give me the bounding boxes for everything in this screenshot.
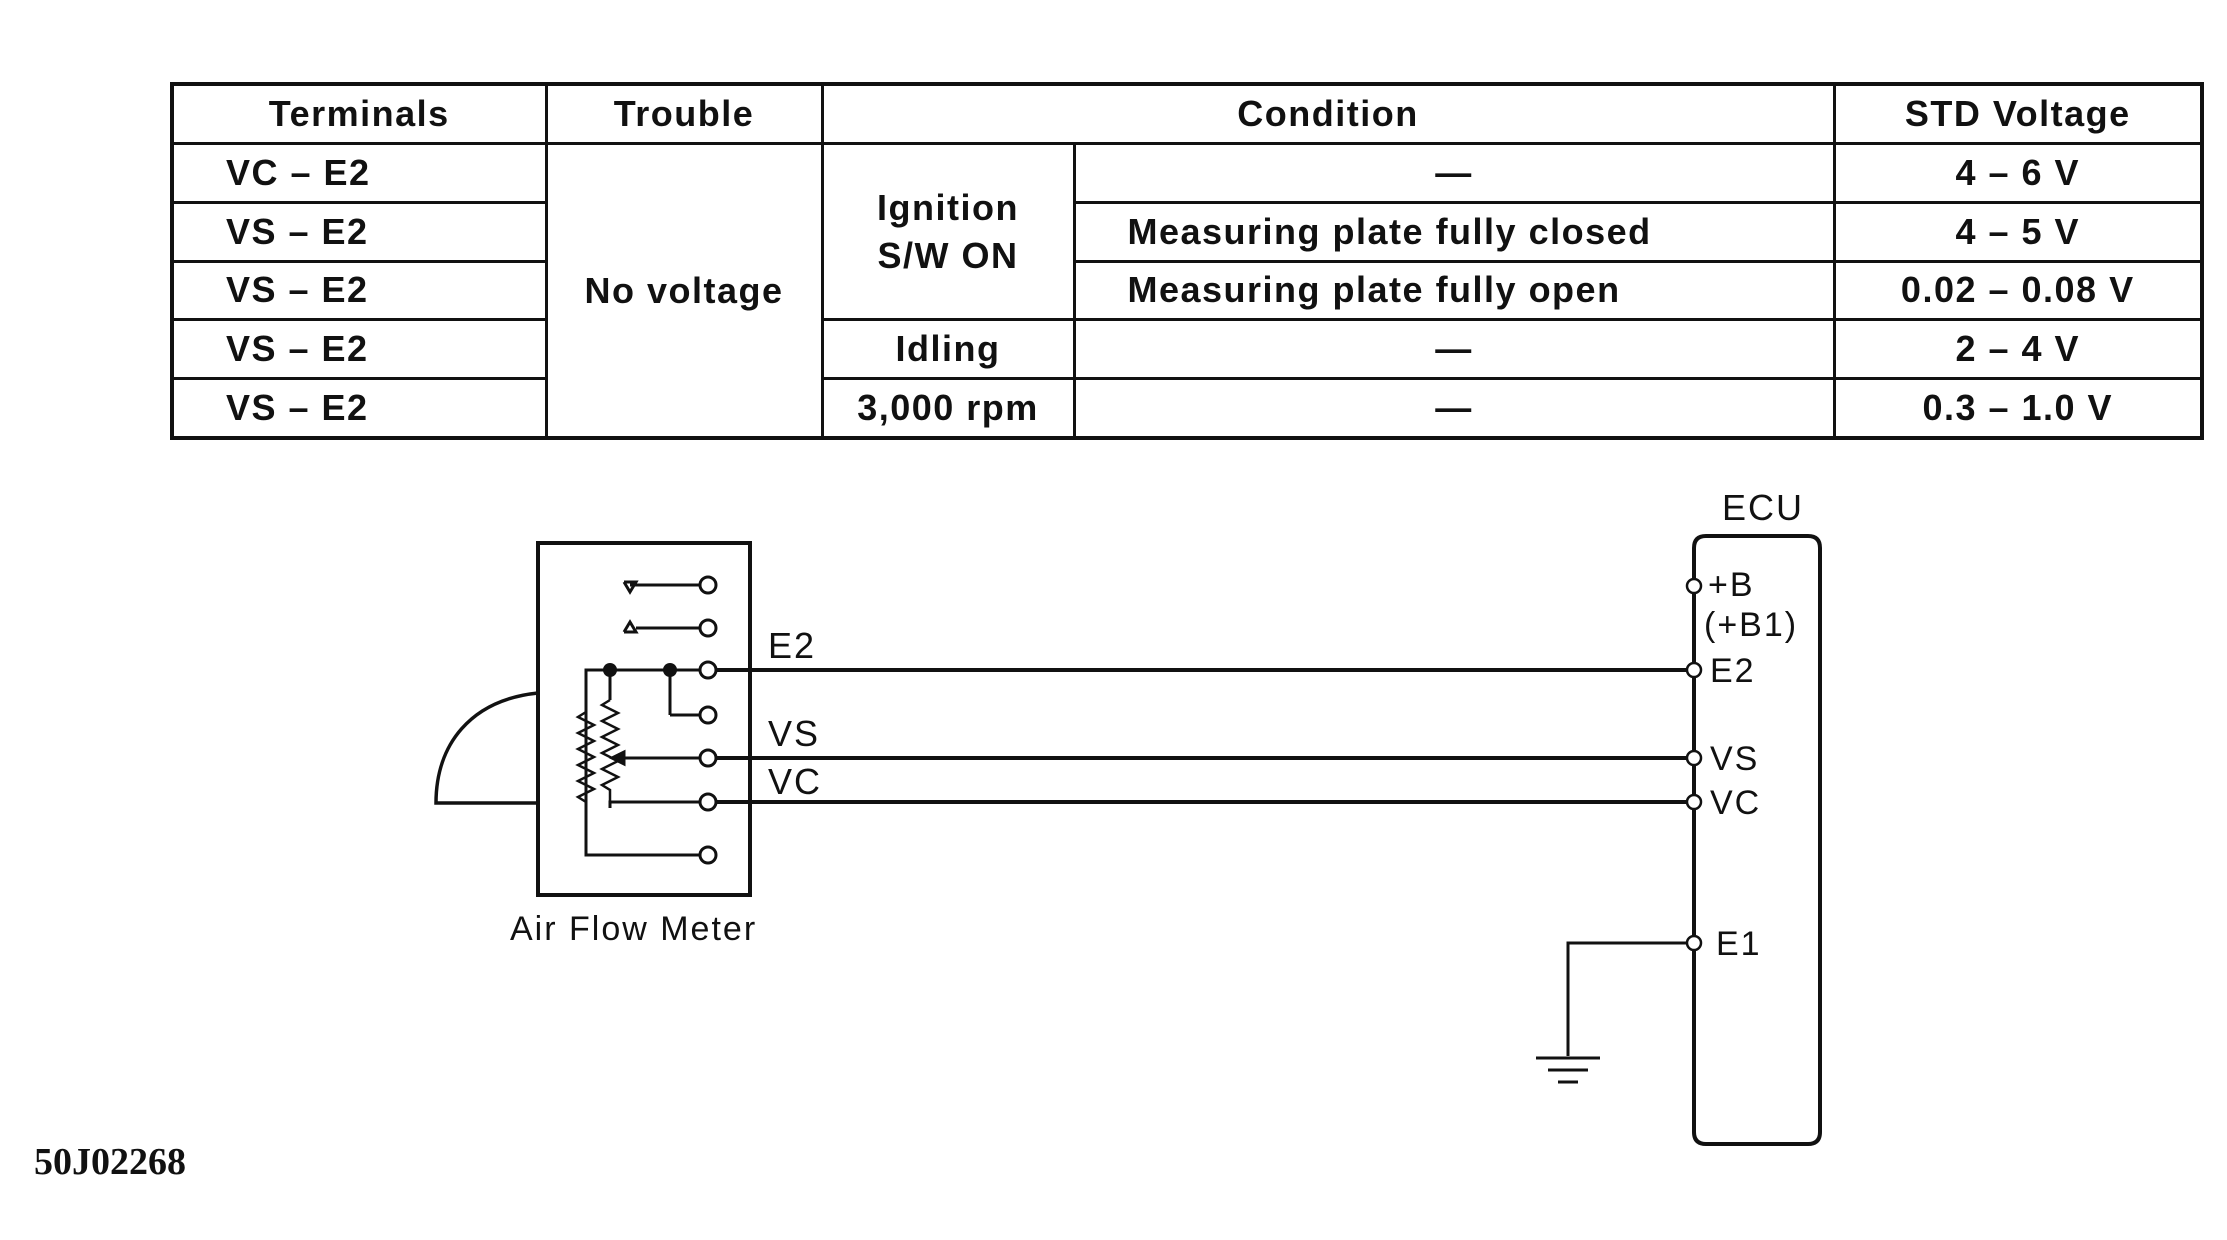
- meter-terminals: [698, 575, 718, 865]
- table-row: VS – E2 Measuring plate fully open 0.02 …: [170, 259, 2204, 322]
- voltage-cell: 4 – 6 V: [1832, 142, 2204, 204]
- meter-internal-wiring: [584, 668, 700, 857]
- voltage-cell: 4 – 5 V: [1832, 200, 2204, 263]
- table-row: VS – E2 3,000 rpm — 0.3 – 1.0 V: [170, 377, 2204, 440]
- ground-icon: [1536, 1056, 1600, 1084]
- ecu-terminal-b1: (+B1): [1704, 606, 1798, 644]
- header-trouble: Trouble: [544, 82, 824, 145]
- terminals-cell: VC – E2: [170, 142, 548, 204]
- potentiometer-resistors: [575, 698, 621, 808]
- air-flow-meter-flap: [434, 691, 539, 805]
- ecu-terminal-vs: VS: [1710, 740, 1759, 778]
- junction-dots: [603, 663, 677, 677]
- idling-cell: Idling: [820, 318, 1076, 381]
- figure-id: 50J02268: [34, 1141, 186, 1183]
- ground-wire: [1566, 941, 1686, 1056]
- condition-cell: —: [1072, 142, 1836, 204]
- terminals-cell: VS – E2: [170, 259, 548, 322]
- ecu-terminal-e1: E1: [1716, 925, 1762, 963]
- ignition-cell: Ignition S/W ON: [820, 141, 1076, 322]
- wiper-arrow: [608, 749, 626, 767]
- voltage-spec-table: Terminals Trouble Condition STD Voltage …: [170, 82, 2205, 440]
- air-flow-meter-label: Air Flow Meter: [510, 910, 757, 948]
- terminals-cell: VS – E2: [170, 200, 548, 263]
- voltage-cell: 0.3 – 1.0 V: [1832, 377, 2204, 440]
- ignition-line-1: Ignition: [877, 186, 1019, 228]
- header-terminals: Terminals: [170, 82, 548, 145]
- meter-label-vc: VC: [768, 761, 822, 802]
- terminals-cell: VS – E2: [170, 377, 548, 440]
- ecu-box: [1692, 534, 1822, 1146]
- condition-cell: —: [1072, 318, 1836, 381]
- switch-contacts: [622, 580, 700, 634]
- ignition-line-2: S/W ON: [877, 234, 1019, 276]
- table-row: VC – E2 No voltage Ignition S/W ON — 4 –…: [170, 141, 2204, 440]
- header-condition: Condition: [820, 82, 1836, 145]
- voltage-cell: 2 – 4 V: [1832, 318, 2204, 381]
- condition-cell: Measuring plate fully open: [1072, 259, 1836, 322]
- voltage-cell: 0.02 – 0.08 V: [1832, 259, 2204, 322]
- meter-label-e2: E2: [768, 625, 816, 666]
- ecu-terminal-vc: VC: [1710, 784, 1761, 822]
- meter-label-vs: VS: [768, 713, 820, 754]
- condition-cell: —: [1072, 377, 1836, 440]
- table-header-row: Terminals Trouble Condition STD Voltage: [170, 82, 2204, 145]
- terminals-cell: VS – E2: [170, 318, 548, 381]
- ecu-terminal-b: +B: [1708, 566, 1755, 604]
- rpm-cell: 3,000 rpm: [820, 377, 1076, 440]
- ecu-label: ECU: [1722, 487, 1804, 528]
- condition-cell: Measuring plate fully closed: [1072, 200, 1836, 263]
- ecu-terminals: [1685, 577, 1703, 952]
- trouble-cell: No voltage: [544, 142, 824, 440]
- table-row: VS – E2 Measuring plate fully closed 4 –…: [170, 200, 2204, 263]
- header-std-voltage: STD Voltage: [1832, 82, 2204, 145]
- table-row: VS – E2 Idling — 2 – 4 V: [170, 318, 2204, 381]
- air-flow-meter-box: [536, 541, 752, 897]
- harness-wires: [716, 668, 1686, 804]
- ecu-terminal-e2: E2: [1710, 652, 1756, 690]
